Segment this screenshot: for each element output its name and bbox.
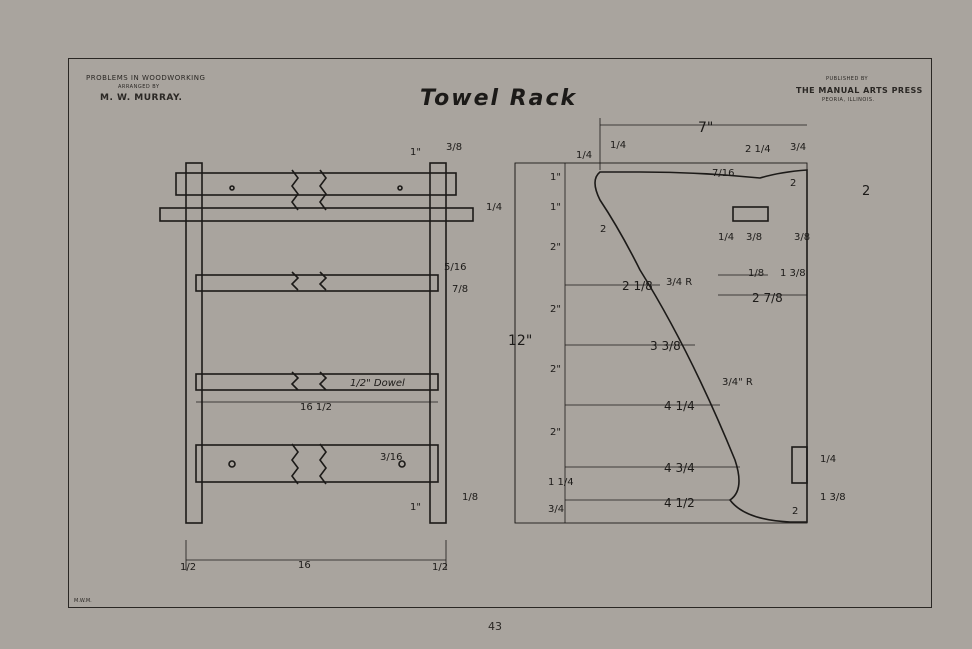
dim-21-4: 2 1/4: [745, 144, 771, 155]
peg-hole: [398, 460, 406, 468]
break-line: [291, 169, 327, 211]
dim-top-38: 3/8: [446, 142, 462, 153]
dim-bot-14: 1/4: [820, 454, 836, 465]
dim-left-seg-7: 1 1/4: [548, 477, 574, 488]
dim-side-78: 7/8: [452, 284, 468, 295]
dim-right-post: 1/2: [432, 562, 448, 573]
stretcher-mortise: [791, 446, 808, 484]
dim-bot-13-8: 1 3/8: [820, 492, 846, 503]
dim-34: 3/4: [790, 142, 806, 153]
dowel-label: 1/2" Dowel: [350, 378, 405, 389]
bracket-profile: [594, 169, 808, 523]
left-post: [185, 162, 203, 524]
dim-bottom-18: 1/8: [462, 492, 478, 503]
middle-rail: [195, 274, 439, 292]
peg-hole: [397, 185, 403, 191]
dim-18: 1/8: [748, 268, 764, 279]
top-dowel: [159, 207, 474, 222]
right-post: [429, 162, 447, 524]
series-title: Problems in Woodworking: [86, 74, 206, 82]
front-dim-labels: 16 1/2 1/2 16 1/2 1/2" Dowel 1" 3/8 1/4 …: [180, 142, 502, 573]
top-rail: [175, 172, 457, 196]
drafter-initials: M.W.M.: [74, 598, 92, 604]
dim-38-a: 3/8: [746, 232, 762, 243]
page-number: 43: [488, 620, 502, 633]
dim-13-8: 1 3/8: [780, 268, 806, 279]
dim-27-8: 2 7/8: [752, 291, 783, 305]
dim-right-2: 2: [862, 184, 870, 199]
dim-tl-14b: 1/4: [610, 140, 626, 151]
offset-1: 2 1/8: [622, 279, 653, 293]
break-line: [291, 443, 327, 485]
dim-top-1: 1": [410, 147, 421, 158]
offset-4: 4 3/4: [664, 461, 695, 475]
offset-2: 3 3/8: [650, 339, 681, 353]
side-dim-labels: 7" 12" 1/4 1/4 2 1/4 3/4 7/16 2 2 1" 1" …: [508, 120, 870, 517]
drawing-title: Towel Rack: [420, 86, 578, 111]
lower-rail: [195, 373, 439, 391]
dim-2: 2: [790, 178, 796, 189]
dim-left-seg-6: 2": [550, 427, 561, 438]
dim-left-seg-4: 2": [550, 304, 561, 315]
dowel-mortise: [732, 206, 769, 222]
dim-bot-2: 2: [792, 506, 798, 517]
break-line: [290, 371, 328, 391]
dim-34r: 3/4 R: [666, 277, 692, 288]
front-view: [159, 162, 474, 524]
offset-3: 4 1/4: [664, 399, 695, 413]
dim-dowel-length: 16 1/2: [300, 402, 332, 413]
dim-height: 12": [508, 333, 532, 349]
peg-hole: [228, 460, 236, 468]
side-dimension-lines: [514, 118, 807, 523]
dim-left-seg-1: 1": [550, 172, 561, 183]
publisher-location: Peoria, Illinois.: [822, 97, 875, 103]
dim-left-seg-3: 2": [550, 242, 561, 253]
dim-38-b: 3/8: [794, 232, 810, 243]
drawing-sheet: [68, 58, 932, 608]
published-by: Published by: [826, 76, 869, 82]
dim-side-516: 5/16: [444, 262, 466, 273]
arranged-by: Arranged by: [118, 84, 160, 90]
dim-left-seg-2: 1": [550, 202, 561, 213]
break-line: [290, 271, 328, 291]
dim-left-seg-5: 2": [550, 364, 561, 375]
peg-hole: [229, 185, 235, 191]
dim-inner-2: 2: [600, 224, 606, 235]
dim-14: 1/4: [718, 232, 734, 243]
bottom-stretcher: [195, 444, 439, 483]
publisher-name: The Manual Arts Press: [796, 86, 923, 95]
dim-bottom-316: 3/16: [380, 452, 402, 463]
dim-total-width: 16: [298, 560, 311, 571]
dim-left-post: 1/2: [180, 562, 196, 573]
dim-side-14: 1/4: [486, 202, 502, 213]
author-name: M. W. Murray.: [100, 93, 183, 103]
dim-34r2: 3/4" R: [722, 377, 753, 388]
dim-bottom-1: 1": [410, 502, 421, 513]
dim-716: 7/16: [712, 168, 734, 179]
front-dimension-lines: [185, 401, 447, 570]
offset-5: 4 1/2: [664, 496, 695, 510]
dim-tl-14: 1/4: [576, 150, 592, 161]
dim-left-seg-8: 3/4: [548, 504, 564, 515]
dim-top: 7": [698, 120, 713, 136]
